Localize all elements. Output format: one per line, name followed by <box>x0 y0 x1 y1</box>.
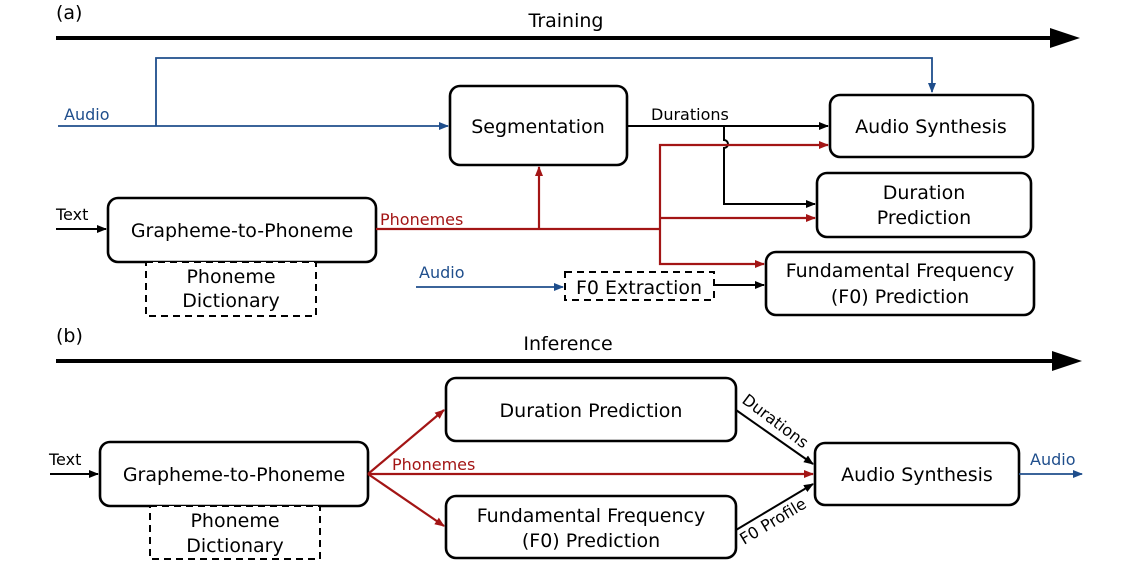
f0-profile-arrow-inference <box>735 483 814 531</box>
phonemes-to-synthesis-arrow <box>658 141 829 229</box>
duration-prediction-label-inference: Duration Prediction <box>500 400 683 422</box>
phonemes-label-training: Phonemes <box>380 210 463 229</box>
duration-prediction-label-line1: Duration <box>883 182 966 204</box>
text-input-label-training: Text <box>55 205 88 224</box>
audio-input-label-f0: Audio <box>419 263 464 282</box>
g2p-label-training: Grapheme-to-Phoneme <box>131 220 353 242</box>
audio-output-label: Audio <box>1030 450 1075 469</box>
f0-prediction-line2-training: (F0) Prediction <box>831 286 969 308</box>
audio-input-label: Audio <box>64 105 109 124</box>
segmentation-label: Segmentation <box>471 116 605 138</box>
duration-prediction-box-inference <box>444 376 738 443</box>
phoneme-dictionary-line2-inference: Dictionary <box>186 535 283 557</box>
phoneme-dictionary-line2-training: Dictionary <box>182 290 279 312</box>
training-timeline-arrowhead <box>1050 28 1080 48</box>
g2p-label-inference: Grapheme-to-Phoneme <box>123 464 345 486</box>
phoneme-dictionary-box-training <box>145 261 317 317</box>
phoneme-dictionary-line1-inference: Phoneme <box>190 510 279 532</box>
training-phase-label: Training <box>528 10 604 32</box>
durations-label: Durations <box>651 105 729 124</box>
f0-prediction-line2-inference: (F0) Prediction <box>522 530 660 552</box>
phonemes-label-inference: Phonemes <box>392 455 475 474</box>
phonemes-to-f0-prediction-arrow <box>658 229 765 268</box>
f0-prediction-box-training <box>764 250 1036 317</box>
audio-synthesis-box-training <box>828 93 1035 159</box>
g2p-to-f0-prediction-arrow <box>367 473 445 527</box>
audio-synthesis-label-inference: Audio Synthesis <box>841 464 993 486</box>
durations-arrow-inference <box>735 409 814 465</box>
duration-prediction-label-line2: Prediction <box>877 207 971 229</box>
phoneme-dictionary-box-inference <box>149 505 321 560</box>
duration-prediction-box-training <box>815 171 1033 239</box>
durations-label-inference: Durations <box>739 390 813 452</box>
panel-a-tag: (a) <box>56 2 82 24</box>
audio-synthesis-label-training: Audio Synthesis <box>855 116 1007 138</box>
panel-b-tag: (b) <box>56 325 83 347</box>
f0-prediction-line1-inference: Fundamental Frequency <box>477 505 705 527</box>
durations-to-duration-prediction-arrow <box>723 126 816 208</box>
audio-to-synthesis-arrow <box>155 57 936 126</box>
g2p-to-duration-prediction-arrow <box>367 409 445 475</box>
f0-prediction-box-inference <box>444 494 738 560</box>
inference-timeline-arrowhead <box>1052 351 1082 371</box>
f0-profile-label: F0 Profile <box>736 494 809 549</box>
inference-phase-label: Inference <box>523 333 612 355</box>
phoneme-dictionary-line1-training: Phoneme <box>186 266 275 288</box>
f0-extraction-box <box>564 271 715 301</box>
f0-prediction-line1-training: Fundamental Frequency <box>786 260 1014 282</box>
text-input-label-inference: Text <box>48 450 81 469</box>
f0-extraction-label: F0 Extraction <box>576 277 702 299</box>
